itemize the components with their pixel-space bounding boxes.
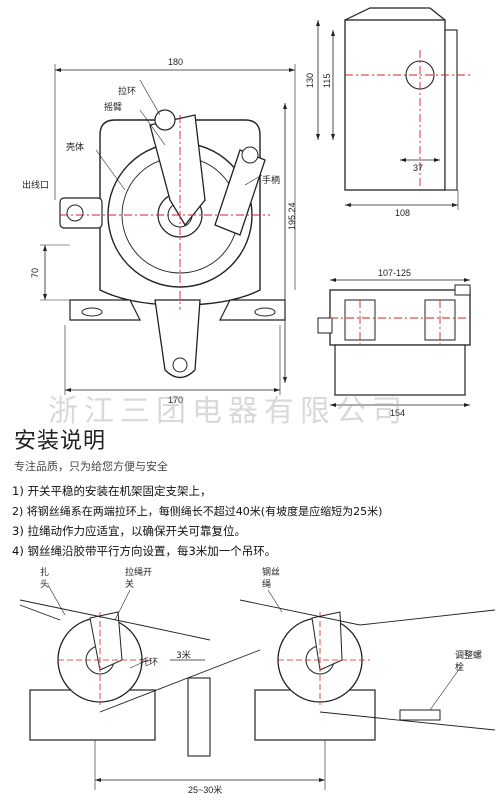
- label-3m: 3米: [176, 651, 191, 661]
- label-pull-switch: 拉绳开 关: [125, 568, 153, 590]
- install-step-3: 3) 拉绳动作力应适宜，以确保开关可靠复位。: [12, 524, 246, 538]
- label-handle: 手柄: [262, 176, 281, 186]
- label-housing: 壳体: [66, 143, 85, 153]
- install-step-4: 4) 钢丝绳沿胶带平行方向设置，每3米加一个吊环。: [12, 544, 277, 558]
- dim-range: 107-125: [378, 268, 412, 278]
- install-step-1: 1) 开关平稳的安装在机架固定支架上，: [12, 484, 212, 498]
- label-support-ring: 托环: [140, 658, 159, 668]
- dim-left-height: 70: [30, 267, 40, 278]
- label-swing-arm: 摇臂: [104, 103, 123, 113]
- label-pull-ring: 拉环: [118, 87, 137, 97]
- install-title: 安装说明: [14, 429, 107, 454]
- install-step-2: 2) 将钢丝绳系在两端拉环上，每侧绳长不超过40米(有坡度是应缩短为25米): [12, 505, 383, 518]
- dim-154: 154: [390, 408, 406, 418]
- watermark: 浙江三团电器有限公司: [48, 394, 408, 429]
- dim-130: 130: [305, 72, 315, 88]
- label-cable-outlet: 出线口: [22, 181, 50, 191]
- dim-base-width: 170: [168, 395, 184, 405]
- dim-108: 108: [395, 208, 411, 218]
- dim-115: 115: [322, 73, 332, 88]
- dim-overall-width: 180: [168, 57, 184, 67]
- install-subtitle: 专注品质，只为给您方便与安全: [14, 460, 168, 473]
- dim-height: 195.24: [287, 202, 297, 230]
- label-clamp: 扎 头: [40, 568, 50, 590]
- label-adjust-bolt: 调整螺 栓: [455, 651, 483, 673]
- dim-37: 37: [413, 163, 424, 173]
- label-wire-rope: 钢丝 绳: [262, 568, 281, 590]
- label-span: 25~30米: [188, 785, 223, 795]
